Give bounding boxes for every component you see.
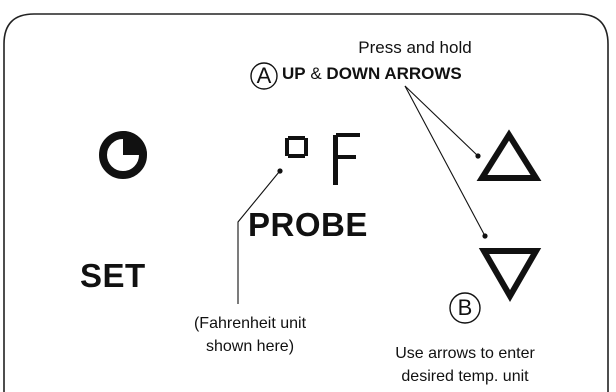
leader-line-fahrenheit bbox=[237, 171, 280, 304]
leader-dot-fahrenheit bbox=[277, 168, 283, 174]
fahrenheit-note: (Fahrenheit unit shown here) bbox=[150, 312, 350, 358]
f-segment-glyph bbox=[333, 133, 360, 185]
leader-line-up bbox=[404, 85, 479, 157]
leader-line-down bbox=[404, 85, 486, 237]
leader-dot-down bbox=[482, 233, 488, 239]
callout-a-arrows-label: UP & DOWN ARROWS bbox=[282, 64, 522, 84]
degree-segment-glyph bbox=[285, 136, 308, 158]
ampersand: & bbox=[305, 64, 327, 83]
fahrenheit-note-line1: (Fahrenheit unit bbox=[193, 315, 307, 332]
up-arrow-icon[interactable] bbox=[476, 129, 542, 181]
callout-a-letter: A bbox=[256, 63, 272, 88]
unit-display-text: °F bbox=[284, 128, 285, 129]
callout-b-note: Use arrows to enter desired temp. unit bbox=[355, 342, 575, 388]
leader-dot-up bbox=[475, 153, 481, 159]
set-label: SET bbox=[80, 257, 146, 294]
timer-icon bbox=[99, 131, 147, 179]
probe-label: PROBE bbox=[248, 206, 368, 243]
callout-b-letter: B bbox=[457, 295, 473, 320]
down-arrows-label: DOWN ARROWS bbox=[326, 64, 462, 83]
fahrenheit-note-line2: shown here) bbox=[205, 338, 295, 355]
callout-b-circle bbox=[449, 292, 481, 324]
up-label: UP bbox=[282, 64, 306, 83]
callout-a-circle bbox=[250, 62, 278, 90]
down-arrow-icon[interactable] bbox=[478, 248, 542, 302]
panel-border bbox=[3, 13, 609, 392]
callout-b-line1: Use arrows to enter bbox=[395, 345, 535, 362]
callout-a-instruction: Press and hold bbox=[358, 38, 472, 57]
callout-b-line2: desired temp. unit bbox=[401, 368, 529, 385]
